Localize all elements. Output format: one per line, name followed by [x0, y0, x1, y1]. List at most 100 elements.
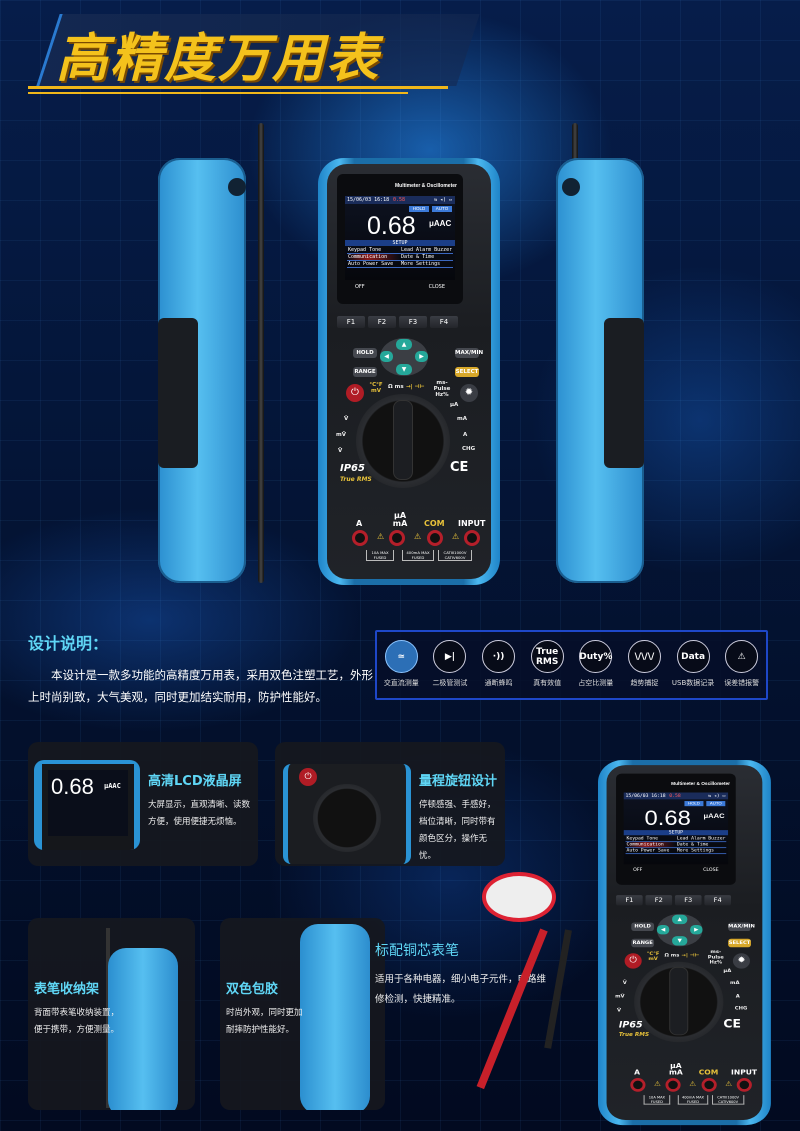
rotary-dial: [356, 394, 450, 488]
title-banner: 高精度万用表: [28, 14, 480, 96]
card-text: 时尚外观，同时更加耐摔防护性能好。: [226, 1008, 303, 1035]
dial-label: mA: [730, 980, 740, 986]
f1-key: F1: [616, 895, 643, 906]
card-text: 背面带表笔收纳装置，便于携带，方便测量。: [34, 1008, 120, 1035]
jack-label-input: INPUT: [731, 1068, 758, 1077]
jack-note: 400mA MAX FUSED: [677, 1095, 709, 1105]
menu-item: Auto Power Save: [626, 848, 670, 854]
jack-ua-ma: [389, 530, 405, 546]
true-rms-label: True RMS: [618, 1031, 650, 1038]
ip65-label: IP65: [618, 1020, 643, 1031]
jack-a: [352, 530, 368, 546]
dial-label: °C°F mV: [646, 951, 660, 962]
duty-icon: Duty%: [579, 640, 612, 673]
jack-label-a: A: [356, 519, 363, 528]
hold-indicator: HOLD: [684, 801, 704, 807]
backlight-icon: ✹: [732, 953, 750, 969]
dial-label: →| ⊣⊢: [406, 384, 425, 390]
dial-label: μA: [723, 968, 732, 974]
range-button: RANGE: [353, 367, 377, 377]
reading-value: 0.68: [367, 212, 416, 240]
feature-item: ⚠误差错报警: [719, 640, 765, 698]
feature-item: ·))通断蜂鸣: [476, 640, 522, 698]
side-view-left: [158, 123, 264, 598]
arrow-left-icon: ◀: [656, 925, 670, 935]
section-title: 标配铜芯表笔: [375, 943, 459, 959]
backlight-icon: ✹: [460, 384, 478, 402]
dial-label: A: [463, 432, 468, 438]
dial-label: mṼ: [336, 432, 346, 438]
probe-tip-magnifier: [482, 872, 556, 922]
dial-label: mA: [457, 416, 467, 422]
dial-label: →| ⊣⊢: [681, 953, 700, 959]
warning-icon: ⚠: [689, 1079, 697, 1088]
card-title: 量程旋钮设计: [419, 774, 498, 789]
f2-key: F2: [368, 316, 396, 328]
menu-item: Lead Alarm Buzzer: [401, 247, 453, 253]
brand-label: Multimeter & Oscillometer: [671, 781, 731, 787]
status-icons: ⇆ ◂) ▭: [708, 793, 726, 799]
card-holder: 表笔收纳架 背面带表笔收纳装置，便于携带，方便测量。: [28, 918, 195, 1110]
dial-label: μA: [450, 402, 459, 408]
f3-key: F3: [399, 316, 427, 328]
f2-key: F2: [645, 895, 673, 906]
warning-icon: ⚠: [725, 640, 759, 673]
arrow-left-icon: ◀: [380, 351, 393, 362]
ip65-label: IP65: [340, 463, 365, 474]
ce-mark: CE: [450, 460, 469, 475]
ac-dc-icon: ≃: [384, 640, 418, 673]
card-knob: ⏻ 量程旋钮设计 停顿感强、手感好，档位清晰，同时带有颜色区分，操作无忧。: [275, 742, 505, 866]
direction-pad: ▲ ▼ ◀ ▶: [656, 913, 703, 947]
softkey-close: CLOSE: [703, 867, 719, 873]
feature-label: 二极管测试: [432, 679, 468, 687]
card-title: 表笔收纳架: [34, 982, 100, 997]
reading-unit: μAAC: [104, 782, 121, 790]
arrow-right-icon: ▶: [690, 925, 703, 935]
hold-indicator: HOLD: [409, 206, 429, 212]
multimeter-front: Multimeter & Oscillometer 15/06/03 16:18…: [318, 158, 500, 585]
status-value: 0.58: [393, 197, 406, 203]
status-date: 15/06/03 16:18: [625, 793, 666, 799]
menu-item: Keypad Tone: [348, 247, 382, 253]
menu-item-selected: Communication: [625, 842, 676, 848]
auto-indicator: AUTO: [432, 206, 452, 212]
reading-value: 0.68: [644, 806, 691, 831]
f4-key: F4: [430, 316, 458, 328]
f1-key: F1: [337, 316, 365, 328]
ce-mark: CE: [723, 1018, 741, 1032]
card-two-color: 双色包胶 时尚外观，同时更加耐摔防护性能好。: [220, 918, 385, 1110]
feature-item: Duty% 占空比测量: [573, 640, 619, 698]
setup-menu: Keypad Tone Lead Alarm Buzzer Communicati…: [347, 247, 453, 268]
jack-label-a: A: [634, 1068, 640, 1077]
brand-label: Multimeter & Oscillometer: [395, 183, 457, 189]
range-button: RANGE: [631, 938, 655, 948]
dial-label: V̄: [622, 980, 627, 986]
lcd-screen: Multimeter & Oscillometer 15/06/03 16:18…: [616, 773, 736, 885]
feature-item: \/\/\/趋势捕捉: [621, 640, 667, 698]
dial-label: CHG: [462, 446, 476, 452]
menu-item-selected: Communication: [347, 254, 400, 260]
probe-section: 标配铜芯表笔 适用于各种电器，细小电子元件，电路维修检测，快捷精准。: [375, 940, 555, 1010]
jack-input: [464, 530, 480, 546]
hold-button: HOLD: [631, 922, 655, 931]
jack-input: [736, 1078, 752, 1092]
data-icon: Data: [676, 640, 710, 673]
f4-key: F4: [704, 895, 731, 906]
hold-button: HOLD: [353, 348, 377, 358]
feature-label: 占空比测量: [578, 679, 614, 687]
design-body: 本设计是一款多功能的高精度万用表，采用双色注塑工艺，外形上时尚别致，大气美观，同…: [28, 668, 373, 704]
jack-a: [630, 1078, 646, 1092]
power-icon: ⏻: [624, 953, 642, 969]
arrow-down-icon: ▼: [672, 936, 688, 946]
jack-label-ua-ma: μA mA: [392, 511, 408, 528]
feature-label: 趋势捕捉: [630, 679, 659, 687]
dial-label: Ω ms: [388, 384, 404, 390]
lcd-screen: Multimeter & Oscillometer 15/06/03 16:18…: [337, 174, 463, 304]
direction-pad: ▲ ▼ ◀ ▶: [380, 338, 428, 376]
feature-label: 交直流测量: [383, 679, 419, 687]
true-rms-label: True RMS: [340, 476, 372, 483]
arrow-down-icon: ▼: [396, 364, 412, 375]
